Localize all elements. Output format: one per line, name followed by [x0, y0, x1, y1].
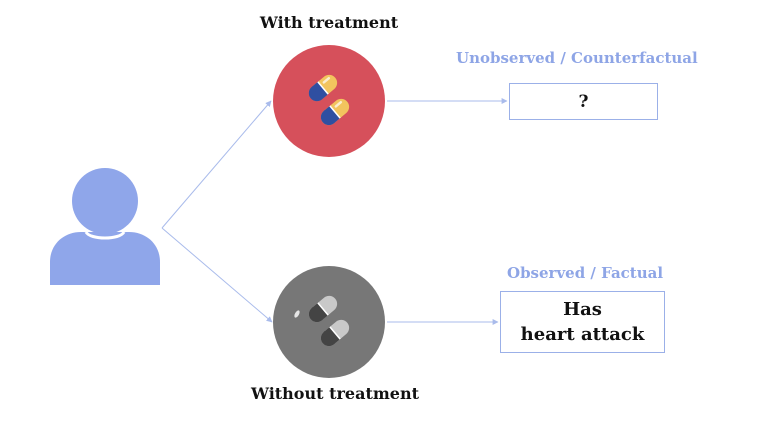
- counterfactual-outcome-box: ?: [509, 83, 658, 120]
- counterfactual-outcome-text: ?: [578, 91, 589, 112]
- gray-pills-icon: [273, 266, 385, 378]
- colored-pills-icon: [273, 45, 385, 157]
- factual-outcome-line-2: heart attack: [520, 324, 645, 345]
- branch-arrows: [161, 100, 273, 323]
- outcome-arrows: [387, 98, 508, 325]
- factual-outcome-line-1: Has: [563, 299, 602, 320]
- person-icon: [50, 168, 160, 285]
- factual-outcome-box: Has heart attack: [500, 291, 665, 353]
- without-treatment-label: Without treatment: [251, 384, 419, 403]
- unobserved-label: Unobserved / Counterfactual: [456, 49, 698, 67]
- observed-label: Observed / Factual: [507, 264, 664, 282]
- with-treatment-label: With treatment: [259, 13, 399, 32]
